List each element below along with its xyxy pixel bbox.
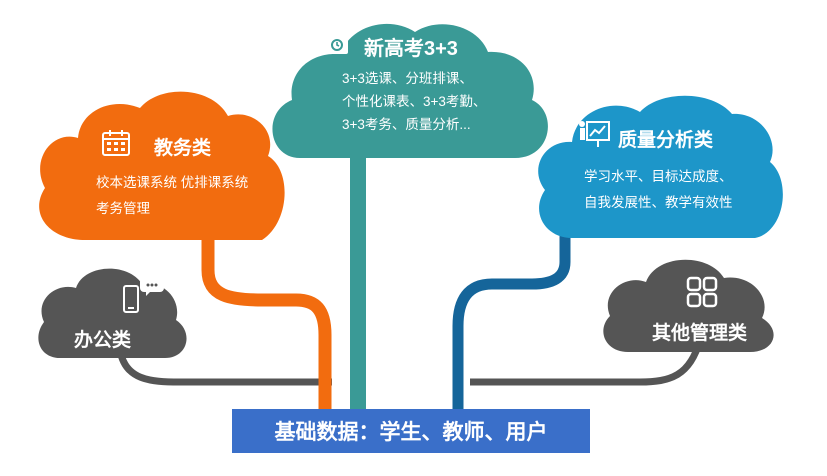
jiaowu-line: 校本选课系统 优排课系统 <box>96 175 249 190</box>
qita-title: 其他管理类 <box>652 323 748 344</box>
jiaowu-line: 考务管理 <box>96 201 150 216</box>
branch-gaokao <box>350 150 366 412</box>
jiaowu-description: 校本选课系统 优排课系统 考务管理 <box>96 170 248 222</box>
gaokao-description: 3+3选课、分班排课、 个性化课表、3+3考勤、 3+3考务、质量分析... <box>342 67 486 136</box>
phone-chat-icon <box>123 278 164 313</box>
branch-bangong <box>116 349 332 386</box>
zhiliang-line: 自我发展性、教学有效性 <box>584 195 733 210</box>
zhiliang-line: 学习水平、目标达成度、 <box>584 169 733 184</box>
gaokao-line: 个性化课表、3+3考勤、 <box>342 94 487 109</box>
cloud-jiaowu <box>39 91 285 240</box>
bangong-title: 办公类 <box>74 330 132 351</box>
base-data-bar: 基础数据：学生、教师、用户 <box>232 409 590 453</box>
cloud-gaokao <box>272 23 548 159</box>
gaokao-line: 3+3选课、分班排课、 <box>342 71 473 86</box>
jiaowu-title: 教务类 <box>154 138 212 159</box>
calendar-icon <box>102 130 130 156</box>
clipboard-clock-icon <box>326 27 348 54</box>
branch-jiaowu <box>201 232 332 412</box>
zhiliang-description: 学习水平、目标达成度、 自我发展性、教学有效性 <box>584 164 733 216</box>
branch-zhiliang <box>452 230 571 412</box>
gaokao-title: 新高考3+3 <box>364 38 458 60</box>
zhiliang-title: 质量分析类 <box>618 130 714 151</box>
gaokao-line: 3+3考务、质量分析... <box>342 117 471 132</box>
presentation-chart-icon <box>579 121 610 147</box>
grid-apps-icon <box>686 276 718 308</box>
